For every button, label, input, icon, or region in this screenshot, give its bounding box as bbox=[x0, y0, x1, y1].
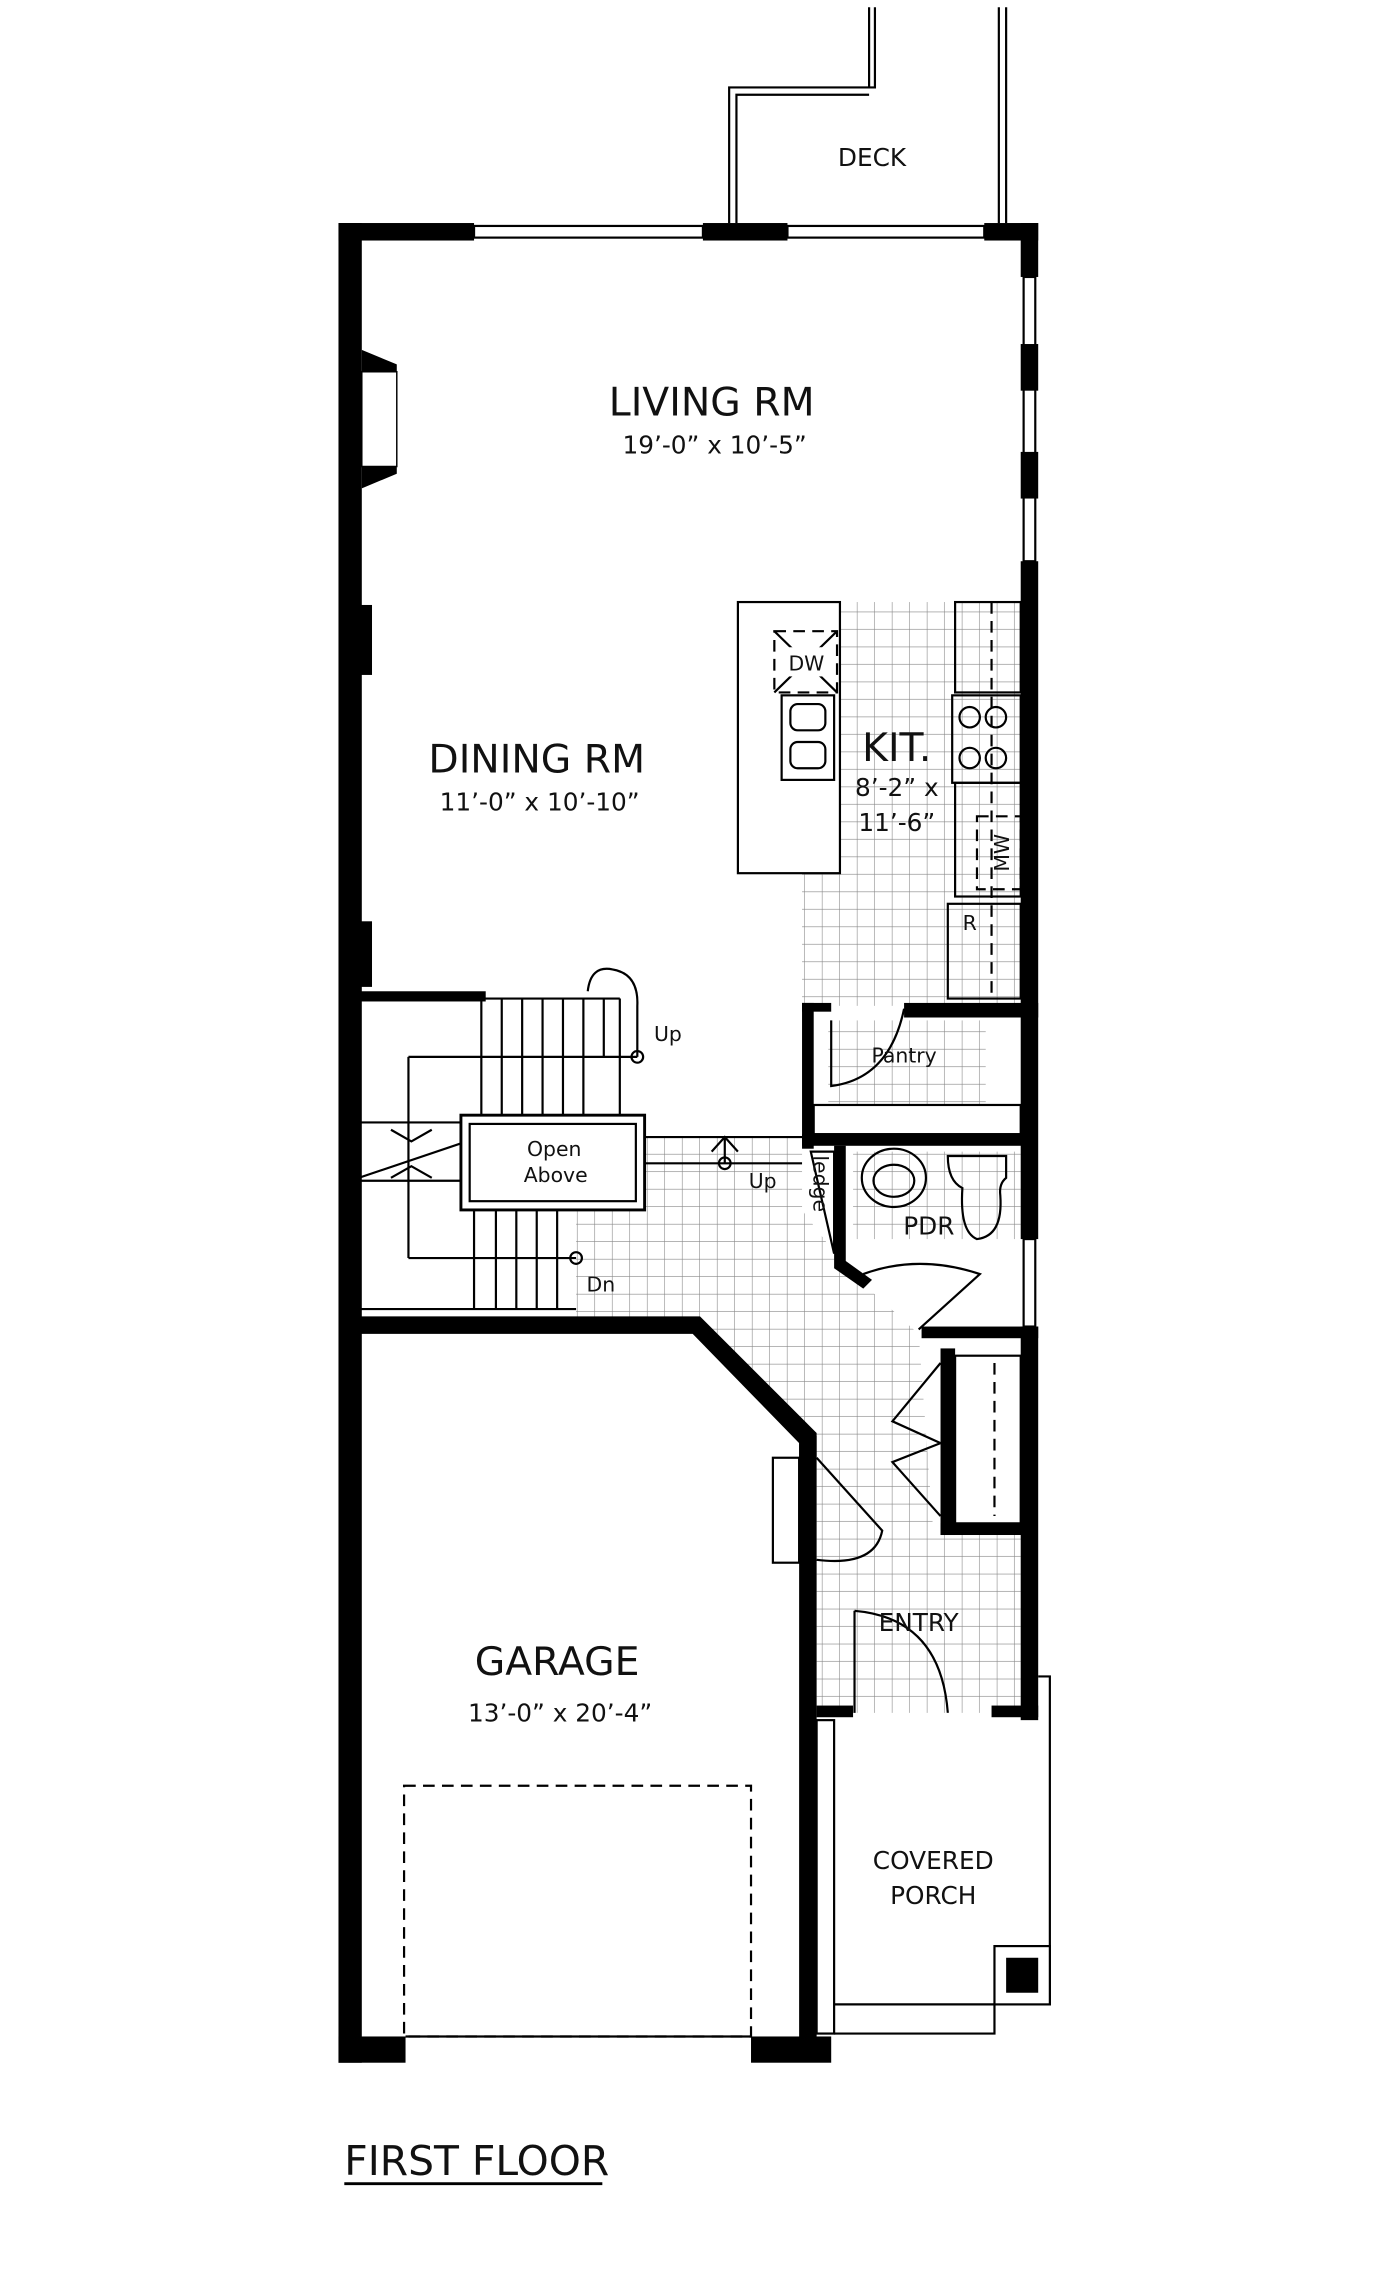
dining-room-label: DINING RM bbox=[428, 737, 645, 783]
pdr-label: PDR bbox=[903, 1212, 954, 1241]
covered-porch: COVERED PORCH bbox=[815, 1675, 1051, 2035]
stairs-up-landing-label: Up bbox=[749, 1169, 777, 1193]
sink-pdr bbox=[860, 1147, 928, 1209]
kitchen-size-1: 8’-2” x bbox=[855, 773, 939, 802]
sink bbox=[780, 694, 836, 781]
open-above-line2: Above bbox=[524, 1163, 588, 1187]
pantry-pdr-walls: Pantry PDR ledge bbox=[802, 1002, 1039, 1331]
porch-label-2: PORCH bbox=[890, 1881, 976, 1910]
refrigerator-label: R bbox=[963, 911, 977, 935]
entry-label: ENTRY bbox=[879, 1608, 960, 1637]
deck-label: DECK bbox=[838, 143, 907, 172]
living-room-label: LIVING RM bbox=[609, 379, 815, 425]
microwave-label: MW bbox=[990, 834, 1014, 872]
open-above bbox=[459, 1113, 647, 1212]
porch-label-1: COVERED bbox=[873, 1846, 994, 1875]
toilet bbox=[946, 1154, 1008, 1241]
kitchen-label: KIT. bbox=[862, 725, 931, 771]
refrigerator bbox=[946, 902, 1022, 1000]
deck: DECK bbox=[728, 7, 1008, 224]
kitchen-size-2: 11’-6” bbox=[858, 808, 935, 837]
garage-label: GARAGE bbox=[475, 1639, 640, 1685]
garage: GARAGE 13’-0” x 20’-4” bbox=[402, 1639, 753, 2038]
dishwasher-label: DW bbox=[788, 652, 824, 676]
stairs-down-label: Dn bbox=[587, 1273, 616, 1297]
staircase: Open Above Up Up Dn bbox=[349, 967, 803, 1311]
ledge-label: ledge bbox=[809, 1155, 833, 1212]
garage-size: 13’-0” x 20’-4” bbox=[468, 1699, 652, 1728]
dining-room-size: 11’-0” x 10’-10” bbox=[440, 788, 640, 817]
exterior-walls bbox=[338, 223, 1039, 2063]
pantry-label: Pantry bbox=[871, 1044, 936, 1068]
pdr-tile-floor bbox=[853, 1151, 1021, 1240]
closet: ENTRY bbox=[771, 1326, 1039, 1718]
living-room-size: 19’-0” x 10’-5” bbox=[622, 430, 806, 459]
stairs-up-label: Up bbox=[654, 1022, 682, 1046]
kitchen: DW MW R KIT. 8’-2” x 11’-6” bbox=[736, 600, 1022, 1000]
garage-door bbox=[402, 1784, 753, 2038]
open-above-line1: Open bbox=[527, 1137, 581, 1161]
floor-title: FIRST FLOOR bbox=[344, 2137, 609, 2185]
pantry-tile-floor bbox=[828, 1020, 986, 1105]
